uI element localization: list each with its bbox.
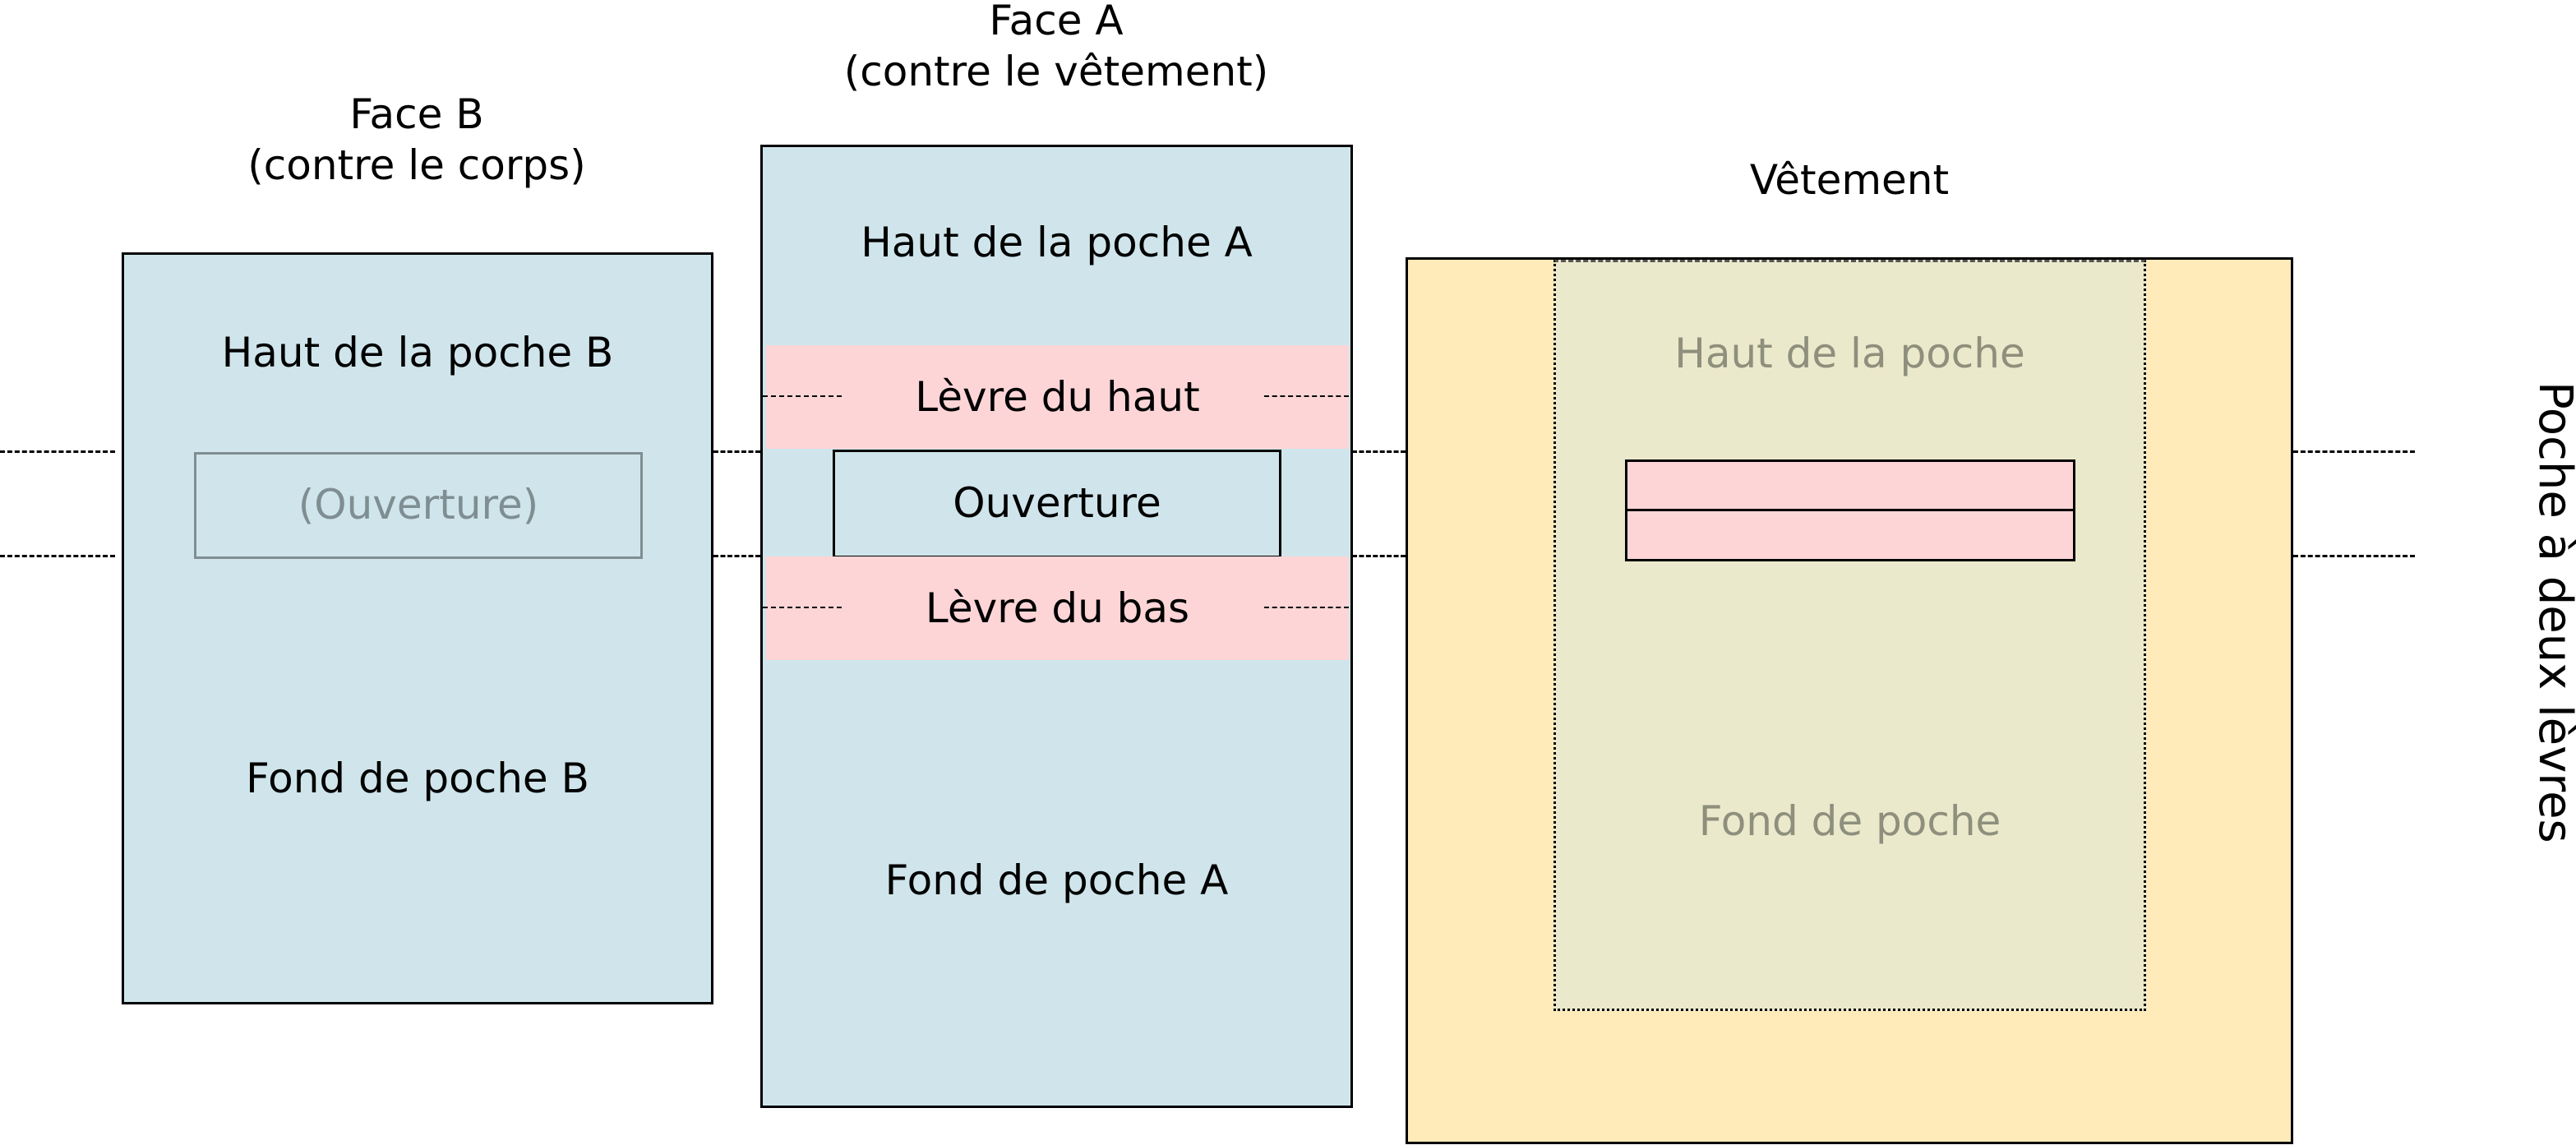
- guide-line-bottom-gap-ba: [713, 555, 760, 557]
- face-b-opening-ghost: (Ouverture): [194, 452, 643, 559]
- face-b-subtitle: (contre le corps): [247, 141, 586, 189]
- lower-lip-label: Lèvre du bas: [925, 584, 1190, 632]
- pocket-zone-bottom-label: Fond de poche: [1698, 797, 2001, 845]
- face-a-title: Face A: [989, 0, 1124, 44]
- diagram-title: Poche à deux lèvres: [2528, 381, 2576, 843]
- welt-center-seam: [1627, 509, 2073, 511]
- face-a-piece: Haut de la poche A Lèvre du haut Ouvertu…: [760, 145, 1353, 1108]
- guide-line-top-gap-ba: [713, 450, 760, 453]
- face-a-subtitle: (contre le vêtement): [843, 48, 1269, 95]
- upper-lip-label: Lèvre du haut: [915, 373, 1200, 421]
- garment-title: Vêtement: [1749, 156, 1950, 204]
- guide-line-bottom-gap-av: [1352, 555, 1406, 557]
- garment-piece: Haut de la poche Fond de poche: [1406, 257, 2293, 1144]
- guide-line-bottom-left: [0, 555, 115, 557]
- face-b-bottom-label: Fond de poche B: [246, 755, 589, 802]
- upper-lip-band: Lèvre du haut: [763, 345, 1349, 449]
- face-b-opening-label: (Ouverture): [298, 481, 539, 529]
- guide-line-top-right: [2293, 450, 2415, 453]
- pocket-zone: Haut de la poche Fond de poche: [1553, 260, 2146, 1011]
- guide-line-top-gap-av: [1352, 450, 1406, 453]
- lower-lip-band: Lèvre du bas: [763, 556, 1349, 660]
- guide-line-top-left: [0, 450, 115, 453]
- lower-lip-fold-left: [763, 607, 842, 608]
- lower-lip-fold-right: [1264, 607, 1349, 608]
- face-a-opening: Ouverture: [833, 450, 1281, 558]
- face-b-piece: Haut de la poche B (Ouverture) Fond de p…: [122, 252, 713, 1004]
- pocket-zone-top-label: Haut de la poche: [1674, 330, 2025, 377]
- upper-lip-fold-left: [763, 395, 842, 397]
- face-a-top-label: Haut de la poche A: [861, 219, 1253, 266]
- face-b-top-label: Haut de la poche B: [221, 329, 614, 376]
- face-a-opening-label: Ouverture: [953, 479, 1161, 527]
- face-b-title: Face B: [349, 90, 484, 138]
- upper-lip-fold-right: [1264, 395, 1349, 397]
- welt-lips: [1625, 459, 2075, 561]
- face-a-bottom-label: Fond de poche A: [884, 856, 1229, 904]
- guide-line-bottom-right: [2293, 555, 2415, 557]
